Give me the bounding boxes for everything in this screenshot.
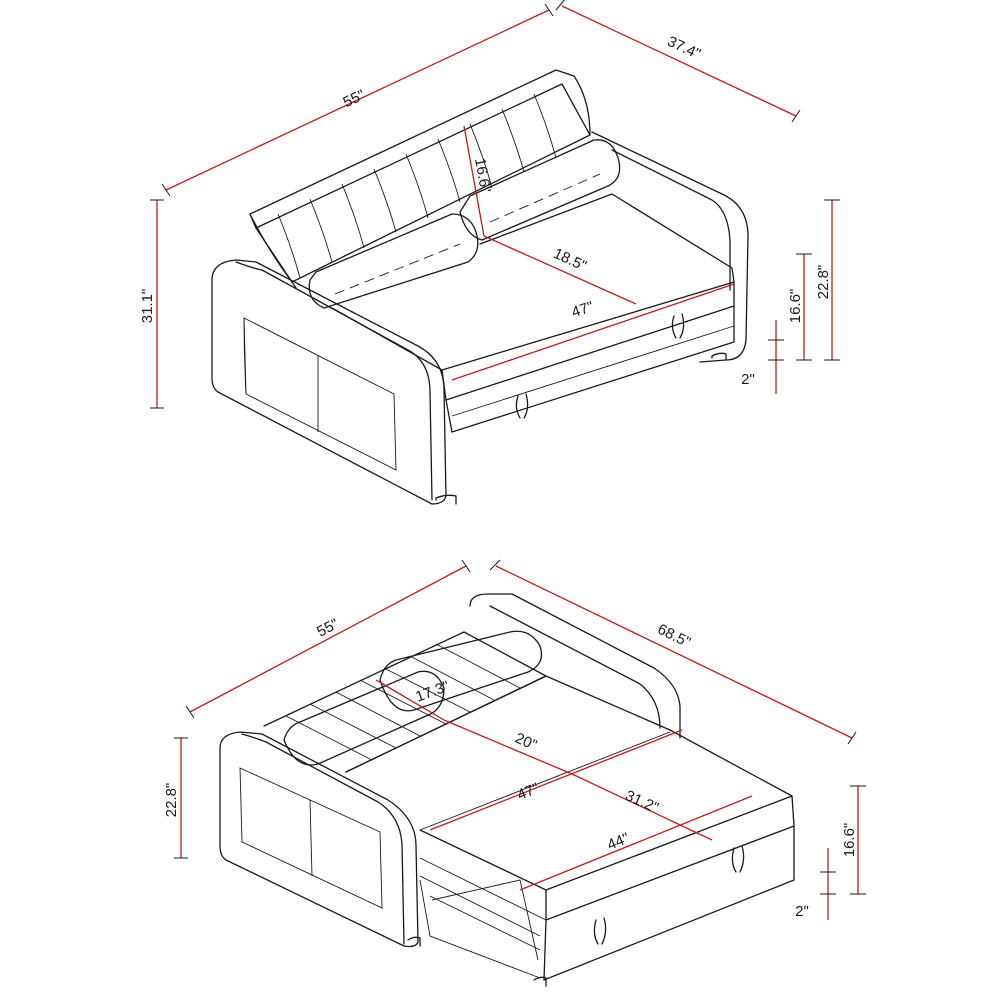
bed-mattress: [345, 675, 793, 891]
bed-pillow-left: [283, 670, 445, 766]
bed-left-arm: [219, 731, 419, 948]
bed-seat-height-label: 16.6": [841, 823, 858, 858]
backrest-channels: [277, 93, 557, 279]
bed-width-label: 55": [314, 615, 341, 640]
sofa-arm-height-label: 22.8": [815, 265, 832, 300]
bed-arm-height-label: 22.8": [163, 783, 180, 818]
bolster-pillow-left: [308, 213, 479, 309]
sofa-pullout-frame: [445, 305, 735, 433]
sofa-view: 55" 37.4" 31.1" 16.6" 18.5" 47" 22.8" 16…: [139, 0, 840, 505]
bed-leg-height-label: 2": [795, 903, 809, 920]
bed-extension-width-label: 44": [605, 830, 632, 854]
lowered-backrest-channels: [285, 643, 521, 761]
bed-illustration: [219, 593, 795, 987]
sofa-seat-width-label: 47": [570, 298, 596, 321]
bed-side-pocket: [239, 767, 383, 909]
bed-extension-depth-label: 31.2": [623, 787, 661, 817]
bolster-pillow-right: [459, 139, 621, 241]
pull-handle: [671, 313, 685, 339]
bed-view: 55" 68.5" 22.8" 17.3" 20" 47" 31.2" 44" …: [163, 559, 866, 987]
bed-pillow-right: [379, 630, 543, 712]
bed-dimensions: [174, 559, 866, 920]
bed-backrest-depth-label: 17.3": [413, 678, 451, 706]
bed-back-arm: [469, 593, 681, 739]
sofa-backrest: [249, 69, 591, 283]
sofa-width-label: 55": [341, 87, 368, 112]
sofa-left-arm: [211, 259, 447, 505]
sofa-depth-label: 37.4": [665, 33, 703, 63]
sofa-right-arm: [591, 131, 749, 363]
sofa-backrest-height-label: 16.6": [471, 157, 494, 194]
pull-handle: [593, 917, 607, 945]
bed-lowered-backrest: [263, 631, 547, 773]
sofa-dimensions: [150, 0, 840, 409]
side-pocket: [243, 317, 397, 471]
sofa-leg-height-label: 2": [741, 371, 755, 388]
sofa-seat: [331, 193, 735, 371]
pull-handle: [515, 393, 529, 419]
bed-pullout-frame: [543, 825, 795, 981]
bed-length-label: 68.5": [655, 621, 693, 651]
sofa-seat-depth-label: 18.5": [551, 245, 589, 275]
sofa-illustration: [211, 69, 749, 505]
sofa-total-height-label: 31.1": [139, 289, 156, 324]
pull-handle: [731, 845, 745, 873]
sofa-seat-height-label: 16.6": [787, 289, 804, 324]
